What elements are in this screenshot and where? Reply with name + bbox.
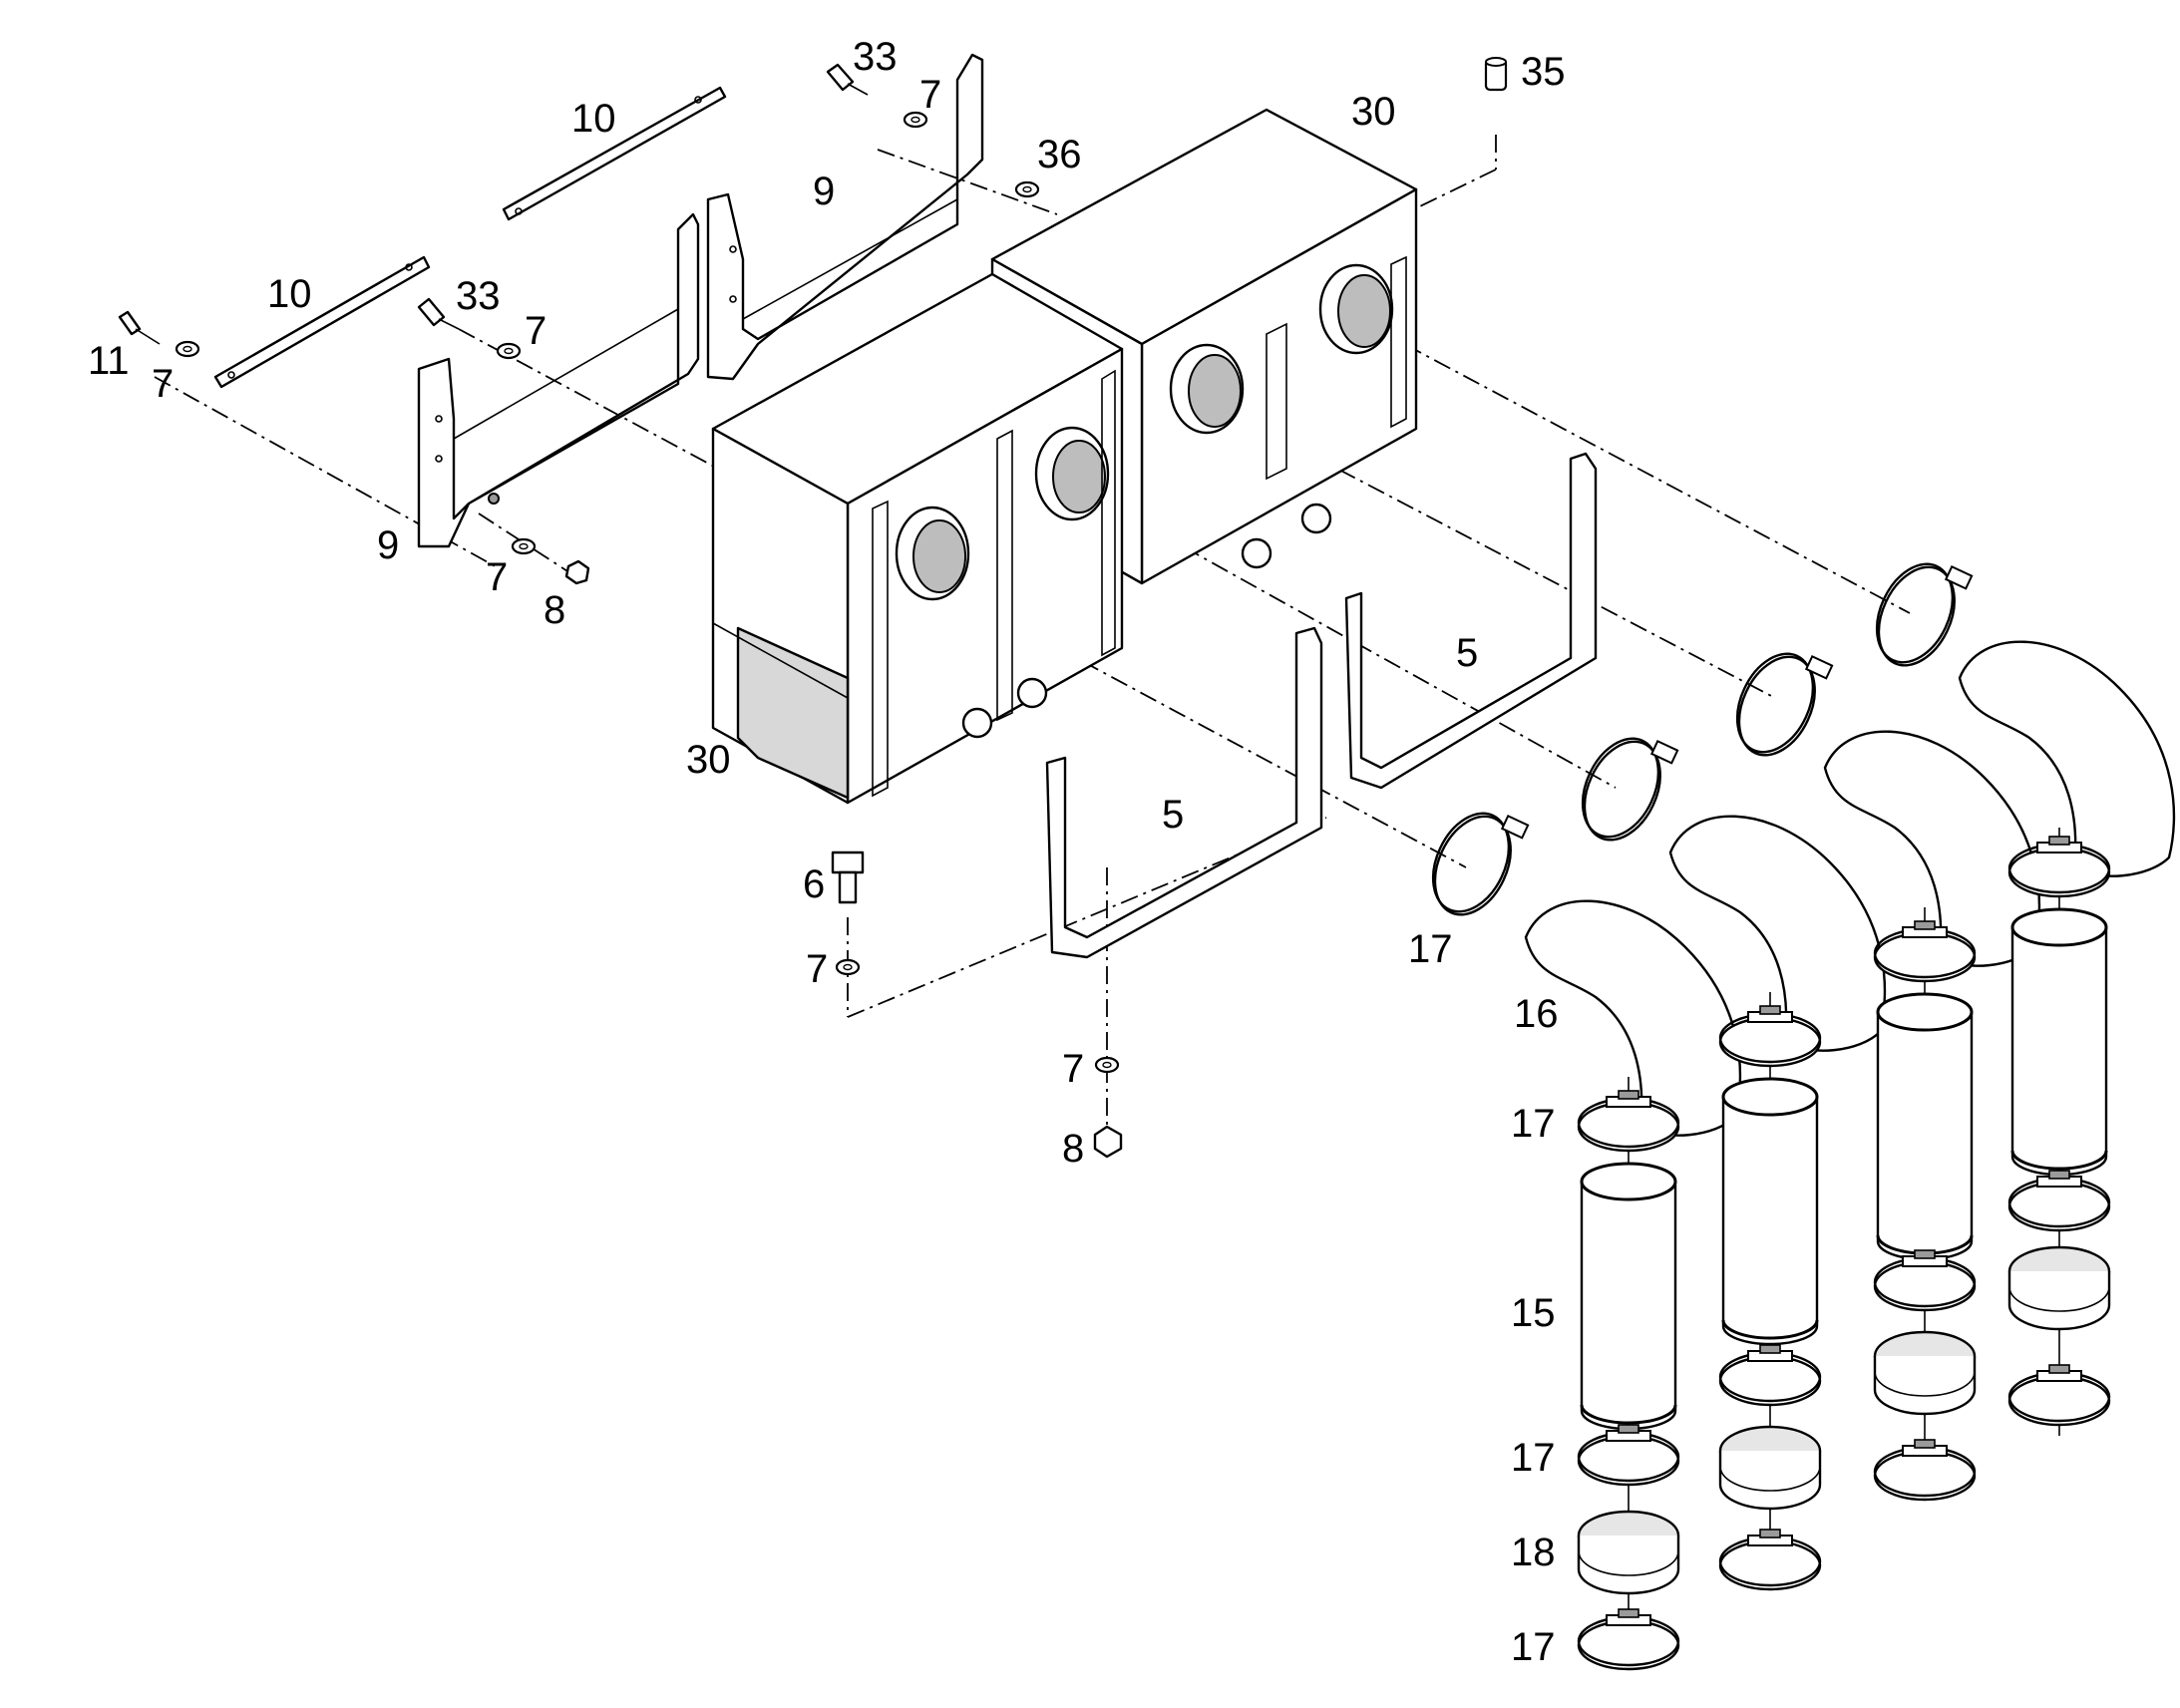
callout-35: 35 bbox=[1521, 50, 1566, 94]
callout-8-bottom: 8 bbox=[1062, 1127, 1084, 1171]
callout-7-bolt: 7 bbox=[806, 947, 828, 991]
callout-7-bottom: 7 bbox=[1062, 1047, 1084, 1091]
callout-17-elbow: 17 bbox=[1408, 927, 1453, 971]
pipe-column-3 bbox=[1873, 907, 1977, 1502]
screw-part-33-top bbox=[826, 63, 869, 96]
callout-8-lower: 8 bbox=[544, 588, 565, 632]
screw-part-33-left bbox=[417, 297, 460, 330]
washer-part-7-lower bbox=[511, 537, 537, 555]
callout-labels: 10 33 7 35 30 36 9 10 33 7 11 7 9 7 8 5 … bbox=[88, 35, 1566, 1669]
clamp-ring-part-17-4 bbox=[1861, 550, 1974, 679]
stand-part-5-left bbox=[1045, 626, 1323, 959]
callout-15: 15 bbox=[1511, 1291, 1556, 1335]
callout-33-top: 33 bbox=[853, 35, 898, 79]
callout-18: 18 bbox=[1511, 1531, 1556, 1574]
washer-part-7-bolt bbox=[835, 958, 861, 976]
bolt-part-11 bbox=[118, 310, 161, 345]
bolt-part-6 bbox=[831, 851, 865, 904]
callout-30-top: 30 bbox=[1351, 90, 1396, 134]
callout-10-top: 10 bbox=[571, 97, 616, 141]
nut-part-8-bottom bbox=[1093, 1125, 1123, 1159]
bracket-part-9-left bbox=[417, 212, 700, 548]
callout-6: 6 bbox=[803, 862, 825, 906]
callout-9-left: 9 bbox=[377, 523, 399, 567]
bracket-part-9-upper bbox=[706, 53, 984, 381]
callout-33-left: 33 bbox=[456, 274, 501, 318]
clamp-ring-part-17-2 bbox=[1567, 725, 1679, 854]
housing-part-30-front bbox=[711, 272, 1124, 805]
callout-36: 36 bbox=[1037, 133, 1082, 176]
washer-part-7-bottom bbox=[1094, 1056, 1120, 1074]
washer-part-36 bbox=[1014, 180, 1040, 198]
callout-7-left: 7 bbox=[152, 362, 174, 406]
pipe-column-4 bbox=[2007, 828, 2111, 1436]
washer-part-7-left bbox=[175, 340, 200, 358]
callout-17-b: 17 bbox=[1511, 1436, 1556, 1480]
clamp-ring-part-17-1 bbox=[1417, 800, 1530, 928]
washer-part-7-left-mid bbox=[496, 342, 522, 360]
stand-part-5-right bbox=[1344, 452, 1598, 790]
callout-17-c: 17 bbox=[1511, 1625, 1556, 1669]
nut-part-8-lower bbox=[564, 559, 590, 585]
pipe-column-1 bbox=[1577, 1077, 1680, 1671]
rail-part-10-left bbox=[213, 255, 431, 389]
plug-part-35 bbox=[1484, 57, 1508, 92]
callout-11: 11 bbox=[88, 339, 130, 383]
callout-7-left-mid: 7 bbox=[525, 309, 546, 353]
callout-17-a: 17 bbox=[1511, 1102, 1556, 1146]
callout-7-top: 7 bbox=[919, 73, 941, 117]
callout-9-top: 9 bbox=[813, 170, 835, 213]
callout-30-bottom: 30 bbox=[686, 738, 731, 782]
callout-16: 16 bbox=[1514, 992, 1559, 1036]
callout-5-left: 5 bbox=[1162, 793, 1184, 837]
pipe-column-2 bbox=[1718, 992, 1822, 1591]
callout-7-lower: 7 bbox=[486, 555, 508, 599]
callout-10-left: 10 bbox=[267, 272, 312, 316]
clamp-ring-part-17-3 bbox=[1721, 640, 1834, 769]
rail-part-10-upper bbox=[502, 86, 727, 221]
callout-5-right: 5 bbox=[1456, 631, 1478, 675]
